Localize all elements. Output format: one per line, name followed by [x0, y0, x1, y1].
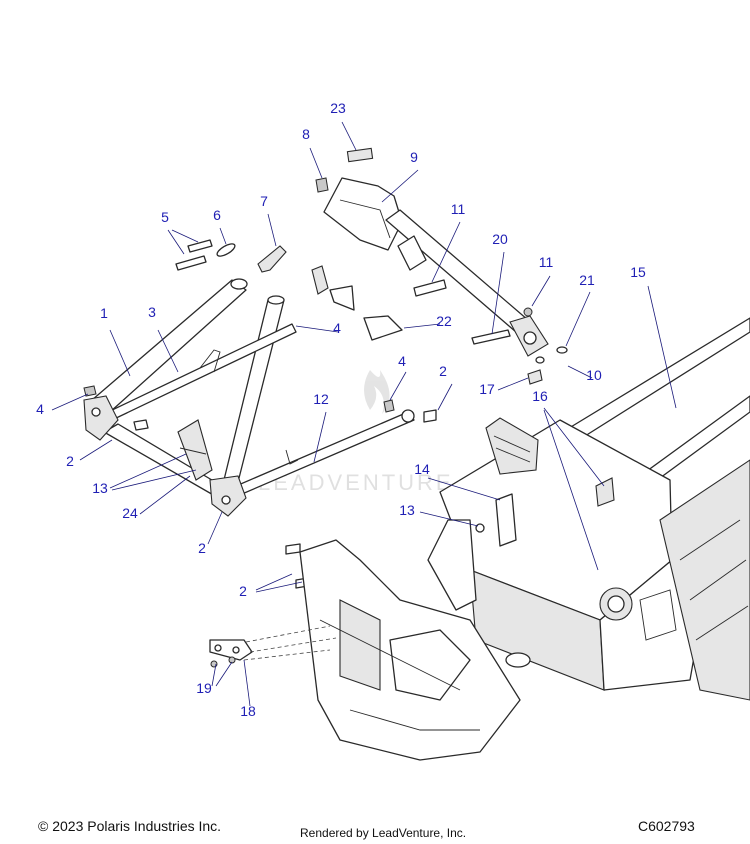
- callout-13[interactable]: 13: [92, 480, 108, 496]
- main-chassis[interactable]: [299, 317, 750, 761]
- callout-21[interactable]: 21: [579, 272, 595, 288]
- copyright-text: © 2023 Polaris Industries Inc.: [38, 818, 222, 834]
- callout-11[interactable]: 11: [539, 254, 554, 270]
- callout-24[interactable]: 24: [122, 505, 138, 521]
- callout-19[interactable]: 19: [196, 680, 212, 696]
- callout-4[interactable]: 4: [36, 401, 44, 417]
- callout-3[interactable]: 3: [148, 304, 156, 320]
- callout-6[interactable]: 6: [213, 207, 221, 223]
- callout-4[interactable]: 4: [333, 320, 341, 336]
- watermark: LEADVENTURE: [258, 370, 454, 495]
- callout-14[interactable]: 14: [414, 461, 430, 477]
- callout-4[interactable]: 4: [398, 353, 406, 369]
- callout-10[interactable]: 10: [586, 367, 602, 383]
- callout-12[interactable]: 12: [313, 391, 329, 407]
- callout-22[interactable]: 22: [436, 313, 452, 329]
- callout-17[interactable]: 17: [479, 381, 495, 397]
- watermark-text: LEADVENTURE: [258, 470, 454, 495]
- leader-lines: [51, 121, 677, 707]
- callout-7[interactable]: 7: [260, 193, 268, 209]
- callout-2[interactable]: 2: [198, 540, 206, 556]
- diagram-code: C602793: [638, 818, 695, 834]
- hardware-bolts-left[interactable]: [83, 239, 437, 589]
- upper-steering-support[interactable]: [315, 147, 568, 385]
- callout-1[interactable]: 1: [100, 305, 108, 321]
- callout-2[interactable]: 2: [439, 363, 447, 379]
- bumper-plate[interactable]: [209, 625, 337, 668]
- callout-8[interactable]: 8: [302, 126, 310, 142]
- callout-18[interactable]: 18: [240, 703, 256, 719]
- rendered-by-text: Rendered by LeadVenture, Inc.: [300, 826, 467, 840]
- callout-15[interactable]: 15: [630, 264, 646, 280]
- callout-11[interactable]: 11: [451, 201, 466, 217]
- callout-9[interactable]: 9: [410, 149, 418, 165]
- callout-20[interactable]: 20: [492, 231, 508, 247]
- front-frame-assembly[interactable]: [83, 278, 415, 517]
- callout-13[interactable]: 13: [399, 502, 415, 518]
- callout-2[interactable]: 2: [239, 583, 247, 599]
- callout-5[interactable]: 5: [161, 209, 169, 225]
- callout-16[interactable]: 16: [532, 388, 548, 404]
- callout-23[interactable]: 23: [330, 100, 346, 116]
- callout-2[interactable]: 2: [66, 453, 74, 469]
- parts-diagram: LEADVENTURE: [36, 100, 750, 761]
